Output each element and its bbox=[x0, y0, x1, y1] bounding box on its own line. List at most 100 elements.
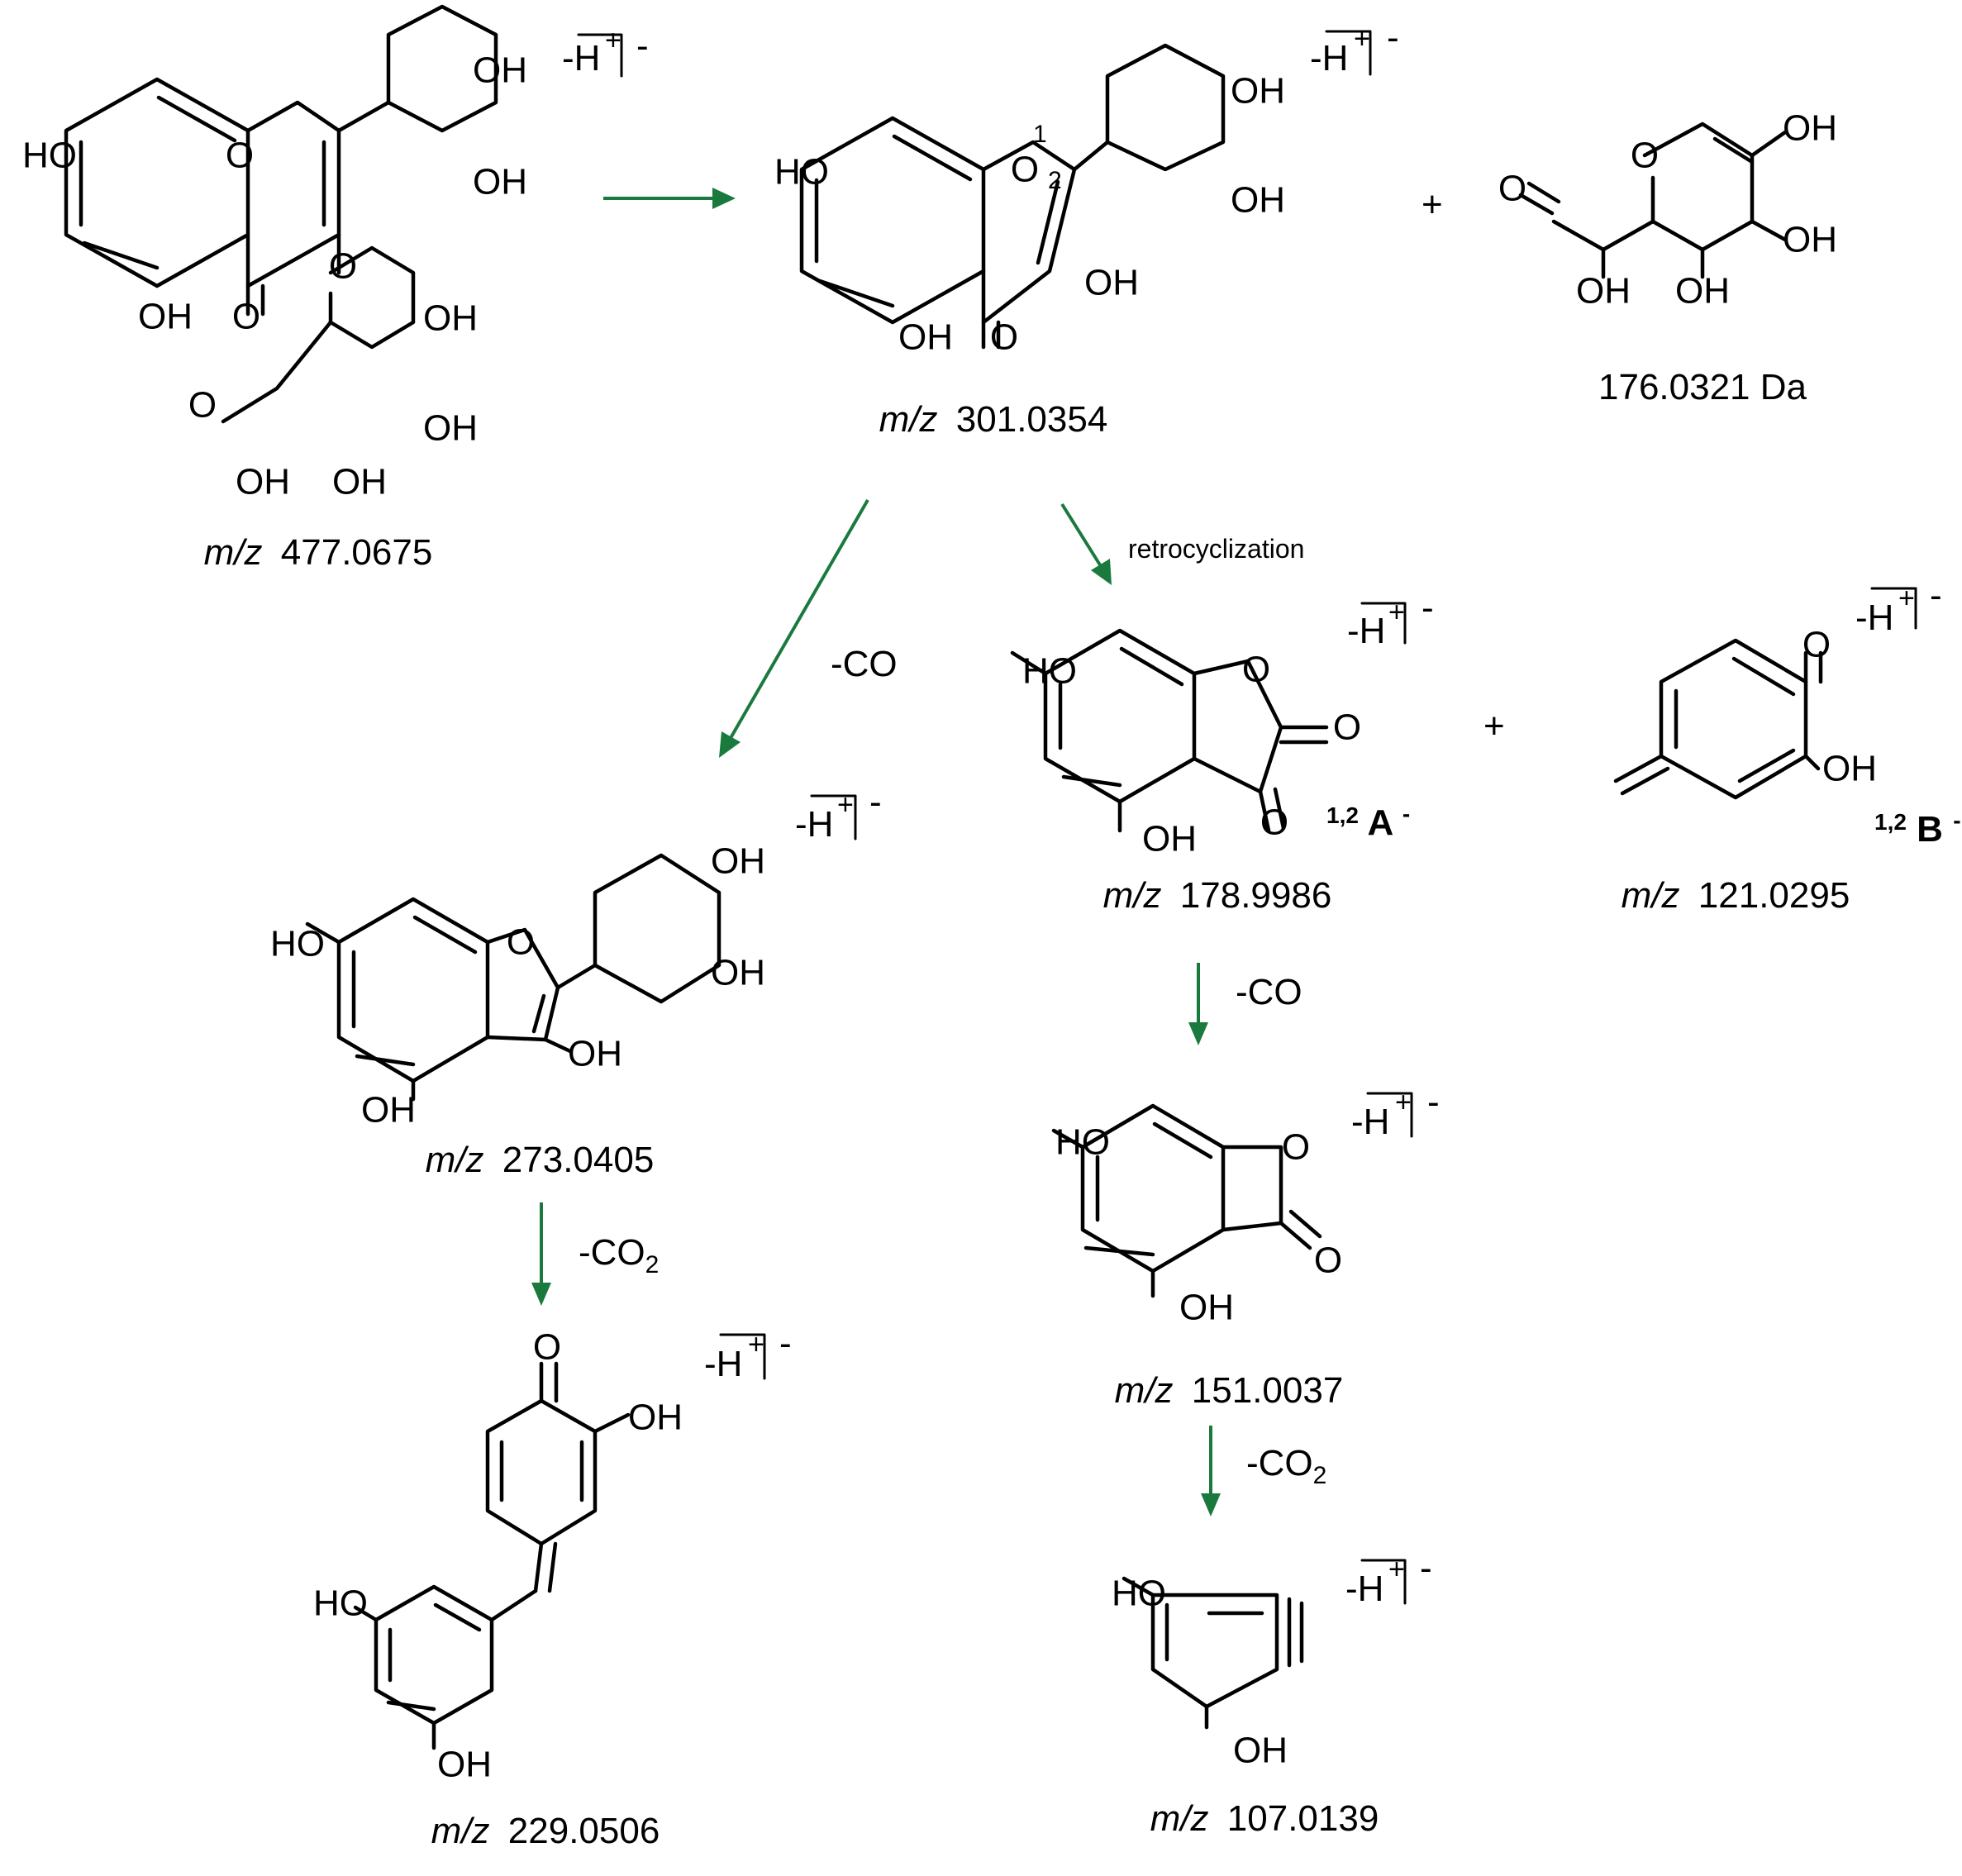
svg-text:+: + bbox=[605, 25, 621, 56]
charge-notation: -H + - bbox=[1351, 1082, 1440, 1142]
oh-label: OH bbox=[1233, 1731, 1288, 1771]
oh-label: OH bbox=[568, 1034, 622, 1074]
oh-label: OH bbox=[1179, 1288, 1234, 1328]
mass-label-477: m/z 477.0675 bbox=[204, 532, 433, 573]
oh-label: OH bbox=[711, 953, 765, 993]
structure-glucuronic-acid: O O OH OH OH OH 176.0321 Da bbox=[1498, 108, 1837, 408]
structure-1-2a-fragment: O O O HO OH -H + - 1,2 A - m/z 178.9986 bbox=[1010, 588, 1434, 916]
svg-text:-: - bbox=[1421, 588, 1434, 628]
mass-label-229: m/z 229.0506 bbox=[431, 1811, 660, 1851]
structure-1-2b-fragment: O OH -H + - 1,2 B - m/z 121.0295 bbox=[1613, 575, 1961, 916]
svg-text:-H: -H bbox=[795, 804, 833, 845]
carbonyl-oxygen: O bbox=[1333, 707, 1361, 748]
ring-oxygen: O bbox=[1242, 650, 1270, 690]
structure-quercetin-glucuronide: O HO OH O O OH OH OH OH OH OH O -H + - m… bbox=[22, 4, 649, 573]
arrow-loss-co2 bbox=[1201, 1426, 1221, 1517]
svg-text:-H: -H bbox=[1347, 611, 1385, 651]
step-label-retrocyclization: retrocyclization bbox=[1128, 534, 1304, 564]
charge-notation: -H + - bbox=[704, 1323, 792, 1384]
oh-label: OH bbox=[1231, 71, 1285, 112]
fragment-label-1-2b: 1,2 B - bbox=[1874, 798, 1961, 850]
ring-oxygen: O bbox=[1011, 150, 1039, 190]
svg-text:-H: -H bbox=[1855, 598, 1893, 638]
step-label-co2: -CO2 bbox=[1246, 1443, 1326, 1489]
arrow-loss-glucuronide bbox=[603, 188, 736, 209]
svg-text:-H: -H bbox=[1310, 38, 1348, 79]
oh-label: OH bbox=[332, 462, 387, 502]
oh-label: OH bbox=[236, 462, 290, 502]
mass-label-176: 176.0321 Da bbox=[1598, 367, 1807, 407]
oh-label: OH bbox=[361, 1090, 416, 1131]
svg-text:+: + bbox=[1388, 1554, 1405, 1585]
charge-notation: -H + - bbox=[1347, 588, 1434, 651]
svg-text:-: - bbox=[869, 782, 882, 822]
structure-107-fragment: HO OH -H + - m/z 107.0139 bbox=[1112, 1548, 1432, 1839]
charge-notation: -H + - bbox=[1310, 17, 1399, 79]
svg-text:-: - bbox=[636, 26, 649, 66]
charge-notation: -H + - bbox=[1345, 1548, 1432, 1609]
ring-oxygen: O bbox=[1282, 1127, 1310, 1168]
arrow-loss-co2 bbox=[531, 1202, 551, 1306]
oh-label: HO bbox=[1055, 1122, 1110, 1163]
carbonyl-oxygen: O bbox=[1802, 625, 1831, 665]
svg-text:-: - bbox=[1387, 17, 1399, 58]
oh-label: OH bbox=[1783, 220, 1837, 260]
step-label-co2: -CO2 bbox=[579, 1232, 659, 1278]
svg-text:-: - bbox=[1427, 1082, 1440, 1122]
oh-label: OH bbox=[1822, 749, 1877, 789]
svg-text:-: - bbox=[1930, 575, 1942, 616]
carbonyl-oxygen: O bbox=[1498, 169, 1526, 209]
oh-label: HO bbox=[313, 1583, 368, 1624]
carbonyl-oxygen: O bbox=[1314, 1240, 1342, 1281]
mass-label-107: m/z 107.0139 bbox=[1150, 1798, 1379, 1839]
svg-text:+: + bbox=[1898, 583, 1915, 614]
oh-label: OH bbox=[711, 841, 765, 882]
oh-label: OH bbox=[1576, 271, 1631, 312]
ring-oxygen: O bbox=[226, 136, 254, 176]
oh-label: OH bbox=[1675, 271, 1730, 312]
svg-text:-H: -H bbox=[562, 38, 600, 79]
structure-151-fragment: O O HO OH -H + - m/z 151.0037 bbox=[1051, 1082, 1440, 1411]
oh-label: OH bbox=[423, 408, 478, 449]
arrow-retrocyclization bbox=[1060, 502, 1112, 585]
oh-label: OH bbox=[1783, 108, 1837, 149]
carbonyl-oxygen: O bbox=[232, 297, 260, 337]
oh-label: OH bbox=[1084, 263, 1139, 303]
arrow-loss-co bbox=[1188, 963, 1208, 1045]
svg-text:-H: -H bbox=[1345, 1569, 1383, 1609]
ring-oxygen: O bbox=[1631, 136, 1659, 176]
oh-label: HO bbox=[270, 924, 325, 964]
ether-oxygen: O bbox=[329, 246, 357, 287]
step-label-co: -CO bbox=[831, 644, 898, 684]
oh-label: OH bbox=[423, 298, 478, 339]
charge-notation: -H + - bbox=[1855, 575, 1942, 638]
oh-label: OH bbox=[1231, 180, 1285, 221]
carbonyl-oxygen: O bbox=[533, 1327, 561, 1368]
plus-sign: + bbox=[1421, 184, 1443, 225]
oh-label: OH bbox=[898, 317, 953, 358]
oh-label: HO bbox=[774, 152, 829, 193]
mass-label-121: m/z 121.0295 bbox=[1622, 875, 1850, 916]
ring-oxygen: O bbox=[507, 922, 535, 963]
oh-label: OH bbox=[473, 162, 527, 202]
svg-text:+: + bbox=[1388, 597, 1405, 628]
oh-label: OH bbox=[437, 1745, 492, 1785]
oh-label: OH bbox=[1142, 819, 1197, 859]
atom-number-1: 1 bbox=[1033, 121, 1047, 148]
mass-label-301: m/z 301.0354 bbox=[879, 399, 1108, 440]
svg-text:-H: -H bbox=[704, 1344, 742, 1384]
structure-229-fragment: O OH HO OH -H + - m/z 229.0506 bbox=[313, 1323, 792, 1851]
charge-notation: -H + - bbox=[562, 25, 649, 79]
atom-number-2: 2 bbox=[1048, 167, 1062, 194]
structure-273-fragment: O HO OH OH OH OH -H + - m/z 273.0405 bbox=[270, 782, 882, 1180]
carbonyl-oxygen: O bbox=[188, 385, 217, 426]
structure-quercetin: O 1 2 HO OH O OH OH OH -H + - m/z 301.03… bbox=[774, 17, 1399, 440]
svg-text:+: + bbox=[837, 789, 854, 821]
plus-sign: + bbox=[1483, 706, 1505, 746]
arrow-loss-co bbox=[719, 499, 869, 758]
mass-label-179: m/z 178.9986 bbox=[1103, 875, 1332, 916]
carbonyl-oxygen: O bbox=[1260, 802, 1288, 843]
mass-label-273: m/z 273.0405 bbox=[426, 1140, 655, 1180]
svg-text:+: + bbox=[748, 1329, 764, 1360]
